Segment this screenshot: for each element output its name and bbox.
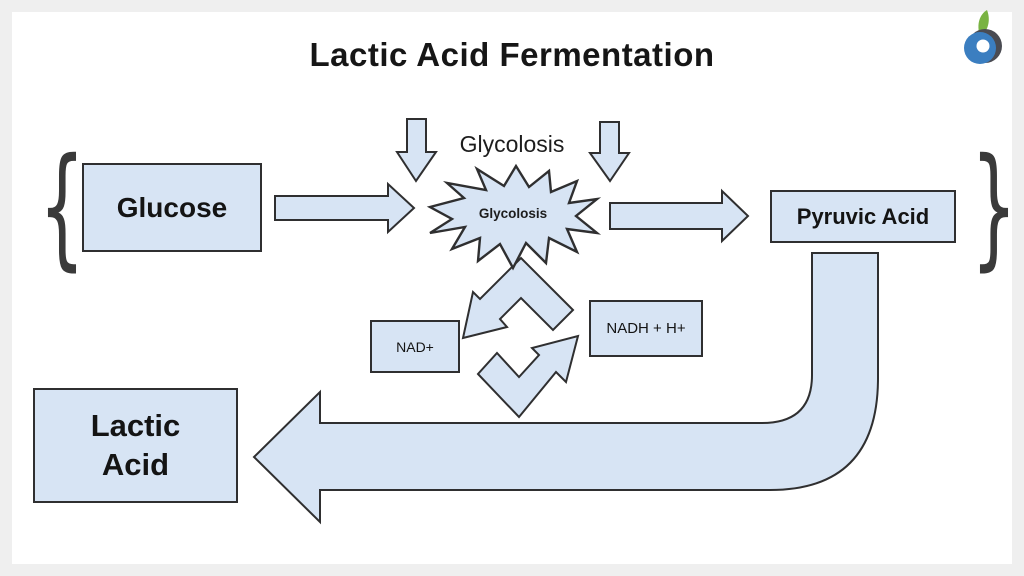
pyruvic-acid-label: Pyruvic Acid: [796, 203, 930, 229]
arrow-pyruvic-to-lactic: [252, 252, 879, 525]
arrow-glucose-to-glycolysis: [274, 181, 416, 235]
logo-center-dot: [976, 39, 990, 53]
glycolysis-title-label: Glycolosis: [459, 131, 565, 157]
lactic-acid-label: Lactic Acid: [90, 407, 181, 482]
arrow-to-nadh: [476, 334, 580, 419]
right-brace: }: [970, 130, 1018, 284]
pyruvic-acid-box: Pyruvic Acid: [770, 190, 956, 243]
down-arrow-right-icon: [588, 121, 631, 183]
nadh-label: NADH + H+: [606, 320, 686, 337]
left-brace: {: [38, 130, 86, 284]
nadh-box: NADH + H+: [589, 300, 703, 357]
arrow-glycolysis-to-pyruvic: [609, 188, 750, 244]
glycolysis-burst-label: Glycolosis: [478, 206, 548, 221]
lactic-acid-box: Lactic Acid: [33, 388, 238, 503]
nad-box: NAD+: [370, 320, 460, 373]
page-title: Lactic Acid Fermentation: [309, 36, 715, 73]
arrow-to-nad: [461, 256, 575, 340]
nad-label: NAD+: [396, 338, 434, 355]
glycolysis-starburst: [426, 163, 602, 271]
brand-logo: [964, 10, 1002, 64]
glucose-label: Glucose: [116, 191, 228, 223]
down-arrow-left-icon: [395, 118, 438, 183]
glucose-box: Glucose: [82, 163, 262, 252]
